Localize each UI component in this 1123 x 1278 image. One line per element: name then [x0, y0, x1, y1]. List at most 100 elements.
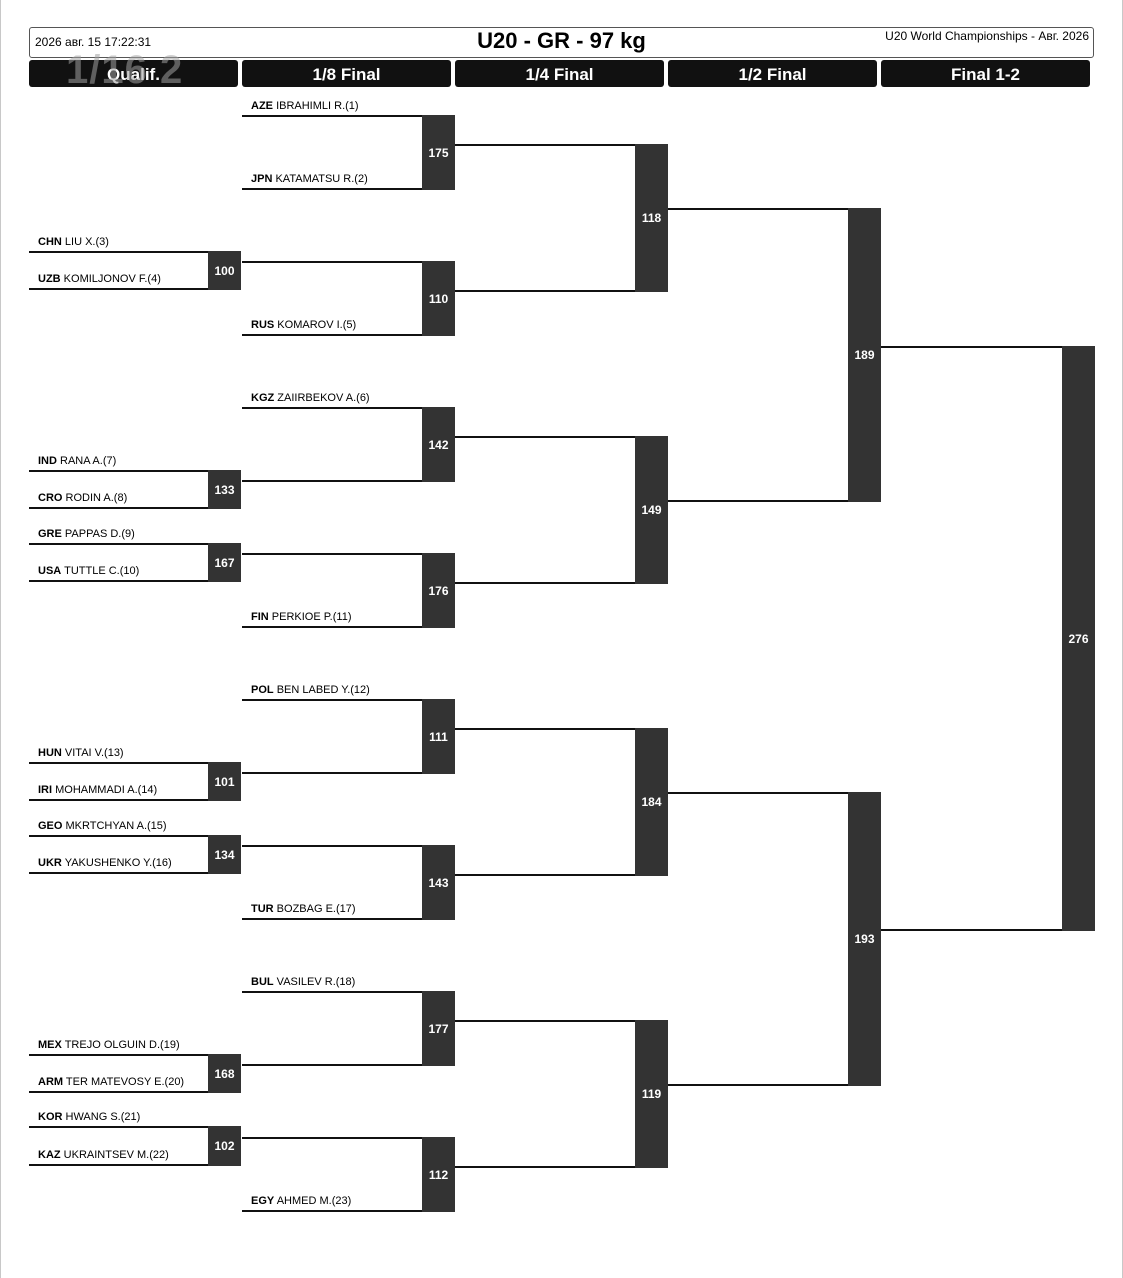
final-bout: 276: [1062, 346, 1095, 931]
sf-line: [668, 792, 848, 794]
athlete-nation: ARM: [38, 1076, 64, 1088]
qualif-line: [29, 835, 208, 837]
r16-line: [242, 334, 422, 336]
athlete-name: VITAI V.(13): [64, 747, 124, 759]
bout-number: 102: [214, 1139, 235, 1153]
bout-number: 133: [214, 482, 235, 497]
bout-number: 142: [428, 437, 449, 452]
bout-number: 276: [1068, 631, 1089, 646]
r16-line: [242, 626, 422, 628]
r16-line: [242, 1137, 422, 1139]
athlete-entry: GRE PAPPAS D.(9): [38, 528, 135, 540]
qualif-line: [29, 507, 208, 509]
r16-line: [242, 261, 422, 263]
r16-line: [242, 1210, 422, 1212]
athlete-nation: EGY: [251, 1195, 275, 1207]
athlete-name: PERKIOE P.(11): [271, 611, 352, 623]
athlete-name: TREJO OLGUIN D.(19): [64, 1039, 180, 1051]
bout-number: 118: [641, 211, 662, 225]
qualif-line: [29, 799, 208, 801]
athlete-nation: UZB: [38, 273, 61, 285]
athlete-entry: ARM TER MATEVOSY E.(20): [38, 1076, 184, 1088]
athlete-nation: HUN: [38, 747, 62, 759]
athlete-entry: KOR HWANG S.(21): [38, 1111, 140, 1123]
athlete-name: LIU X.(3): [64, 236, 109, 248]
athlete-nation: GRE: [38, 528, 62, 540]
qf-bout-3: 184: [635, 728, 668, 876]
athlete-nation: FIN: [251, 611, 269, 623]
athlete-nation: USA: [38, 565, 62, 577]
athlete-entry: JPN KATAMATSU R.(2): [251, 173, 368, 185]
r16-line: [242, 918, 422, 920]
r16-bout-5: 111: [422, 699, 455, 774]
bout-number: 176: [428, 583, 449, 598]
athlete-entry: KGZ ZAIIRBEKOV A.(6): [251, 392, 370, 404]
bout-number: 101: [214, 774, 235, 789]
r16-bout-8: 112: [422, 1137, 455, 1212]
athlete-entry: EGY AHMED M.(23): [251, 1195, 351, 1207]
athlete-entry: GEO MKRTCHYAN A.(15): [38, 820, 167, 832]
athlete-name: ZAIIRBEKOV A.(6): [277, 392, 370, 404]
athlete-nation: KOR: [38, 1111, 63, 1123]
athlete-nation: RUS: [251, 319, 275, 331]
qf-bout-4: 119: [635, 1020, 668, 1168]
qualif-line: [29, 543, 208, 545]
athlete-nation: POL: [251, 684, 274, 696]
r16-bout-1: 175: [422, 115, 455, 190]
r16-bout-2: 110: [422, 261, 455, 336]
athlete-nation: IND: [38, 455, 57, 467]
athlete-entry: FIN PERKIOE P.(11): [251, 611, 351, 623]
qualif-line: [29, 288, 208, 290]
event-name: U20 World Championships - Авг. 2026: [885, 29, 1089, 43]
qualif-line: [29, 251, 208, 253]
final-line: [881, 346, 1062, 348]
r16-bout-6: 143: [422, 845, 455, 920]
qf-line: [455, 582, 635, 584]
athlete-entry: CRO RODIN A.(8): [38, 492, 127, 504]
athlete-nation: KGZ: [251, 392, 275, 404]
qualif-line: [29, 1091, 208, 1093]
sf-line: [668, 500, 848, 502]
athlete-name: VASILEV R.(18): [276, 976, 356, 988]
athlete-entry: BUL VASILEV R.(18): [251, 976, 355, 988]
bout-number: 112: [428, 1167, 449, 1182]
athlete-nation: KAZ: [38, 1149, 61, 1161]
athlete-entry: HUN VITAI V.(13): [38, 747, 124, 759]
round-header-final: Final 1-2: [881, 60, 1090, 87]
round-header-1-2-final: 1/2 Final: [668, 60, 877, 87]
athlete-nation: CHN: [38, 236, 62, 248]
athlete-name: RANA A.(7): [60, 455, 117, 467]
round-header-1-8-final: 1/8 Final: [242, 60, 451, 87]
athlete-entry: TUR BOZBAG E.(17): [251, 903, 356, 915]
athlete-entry: POL BEN LABED Y.(12): [251, 684, 370, 696]
bout-number: 167: [214, 555, 235, 570]
athlete-entry: UKR YAKUSHENKO Y.(16): [38, 857, 172, 869]
athlete-entry: MEX TREJO OLGUIN D.(19): [38, 1039, 180, 1051]
athlete-name: MOHAMMADI A.(14): [55, 784, 158, 796]
bracket-title: U20 - GR - 97 kg: [477, 28, 646, 53]
athlete-name: MKRTCHYAN A.(15): [65, 820, 167, 832]
qualif-line: [29, 580, 208, 582]
athlete-entry: CHN LIU X.(3): [38, 236, 109, 248]
bout-number: 189: [854, 348, 875, 362]
qf-line: [455, 1020, 635, 1022]
bout-number: 134: [214, 847, 235, 862]
athlete-nation: JPN: [251, 173, 273, 185]
athlete-nation: MEX: [38, 1039, 62, 1051]
athlete-name: PAPPAS D.(9): [64, 528, 135, 540]
bout-number: 149: [641, 503, 662, 517]
bout-number: 168: [214, 1066, 235, 1081]
athlete-name: KATAMATSU R.(2): [275, 173, 368, 185]
r16-line: [242, 115, 422, 117]
sf-line: [668, 1084, 848, 1086]
athlete-nation: TUR: [251, 903, 274, 915]
qualif-bout-1: 100: [208, 251, 241, 290]
r16-line: [242, 480, 422, 482]
bout-number: 110: [428, 291, 449, 306]
bout-number: 143: [428, 875, 449, 890]
r16-line: [242, 407, 422, 409]
r16-line: [242, 991, 422, 993]
bout-number: 111: [429, 729, 448, 744]
r16-bout-7: 177: [422, 991, 455, 1066]
athlete-entry: IRI MOHAMMADI A.(14): [38, 784, 157, 796]
